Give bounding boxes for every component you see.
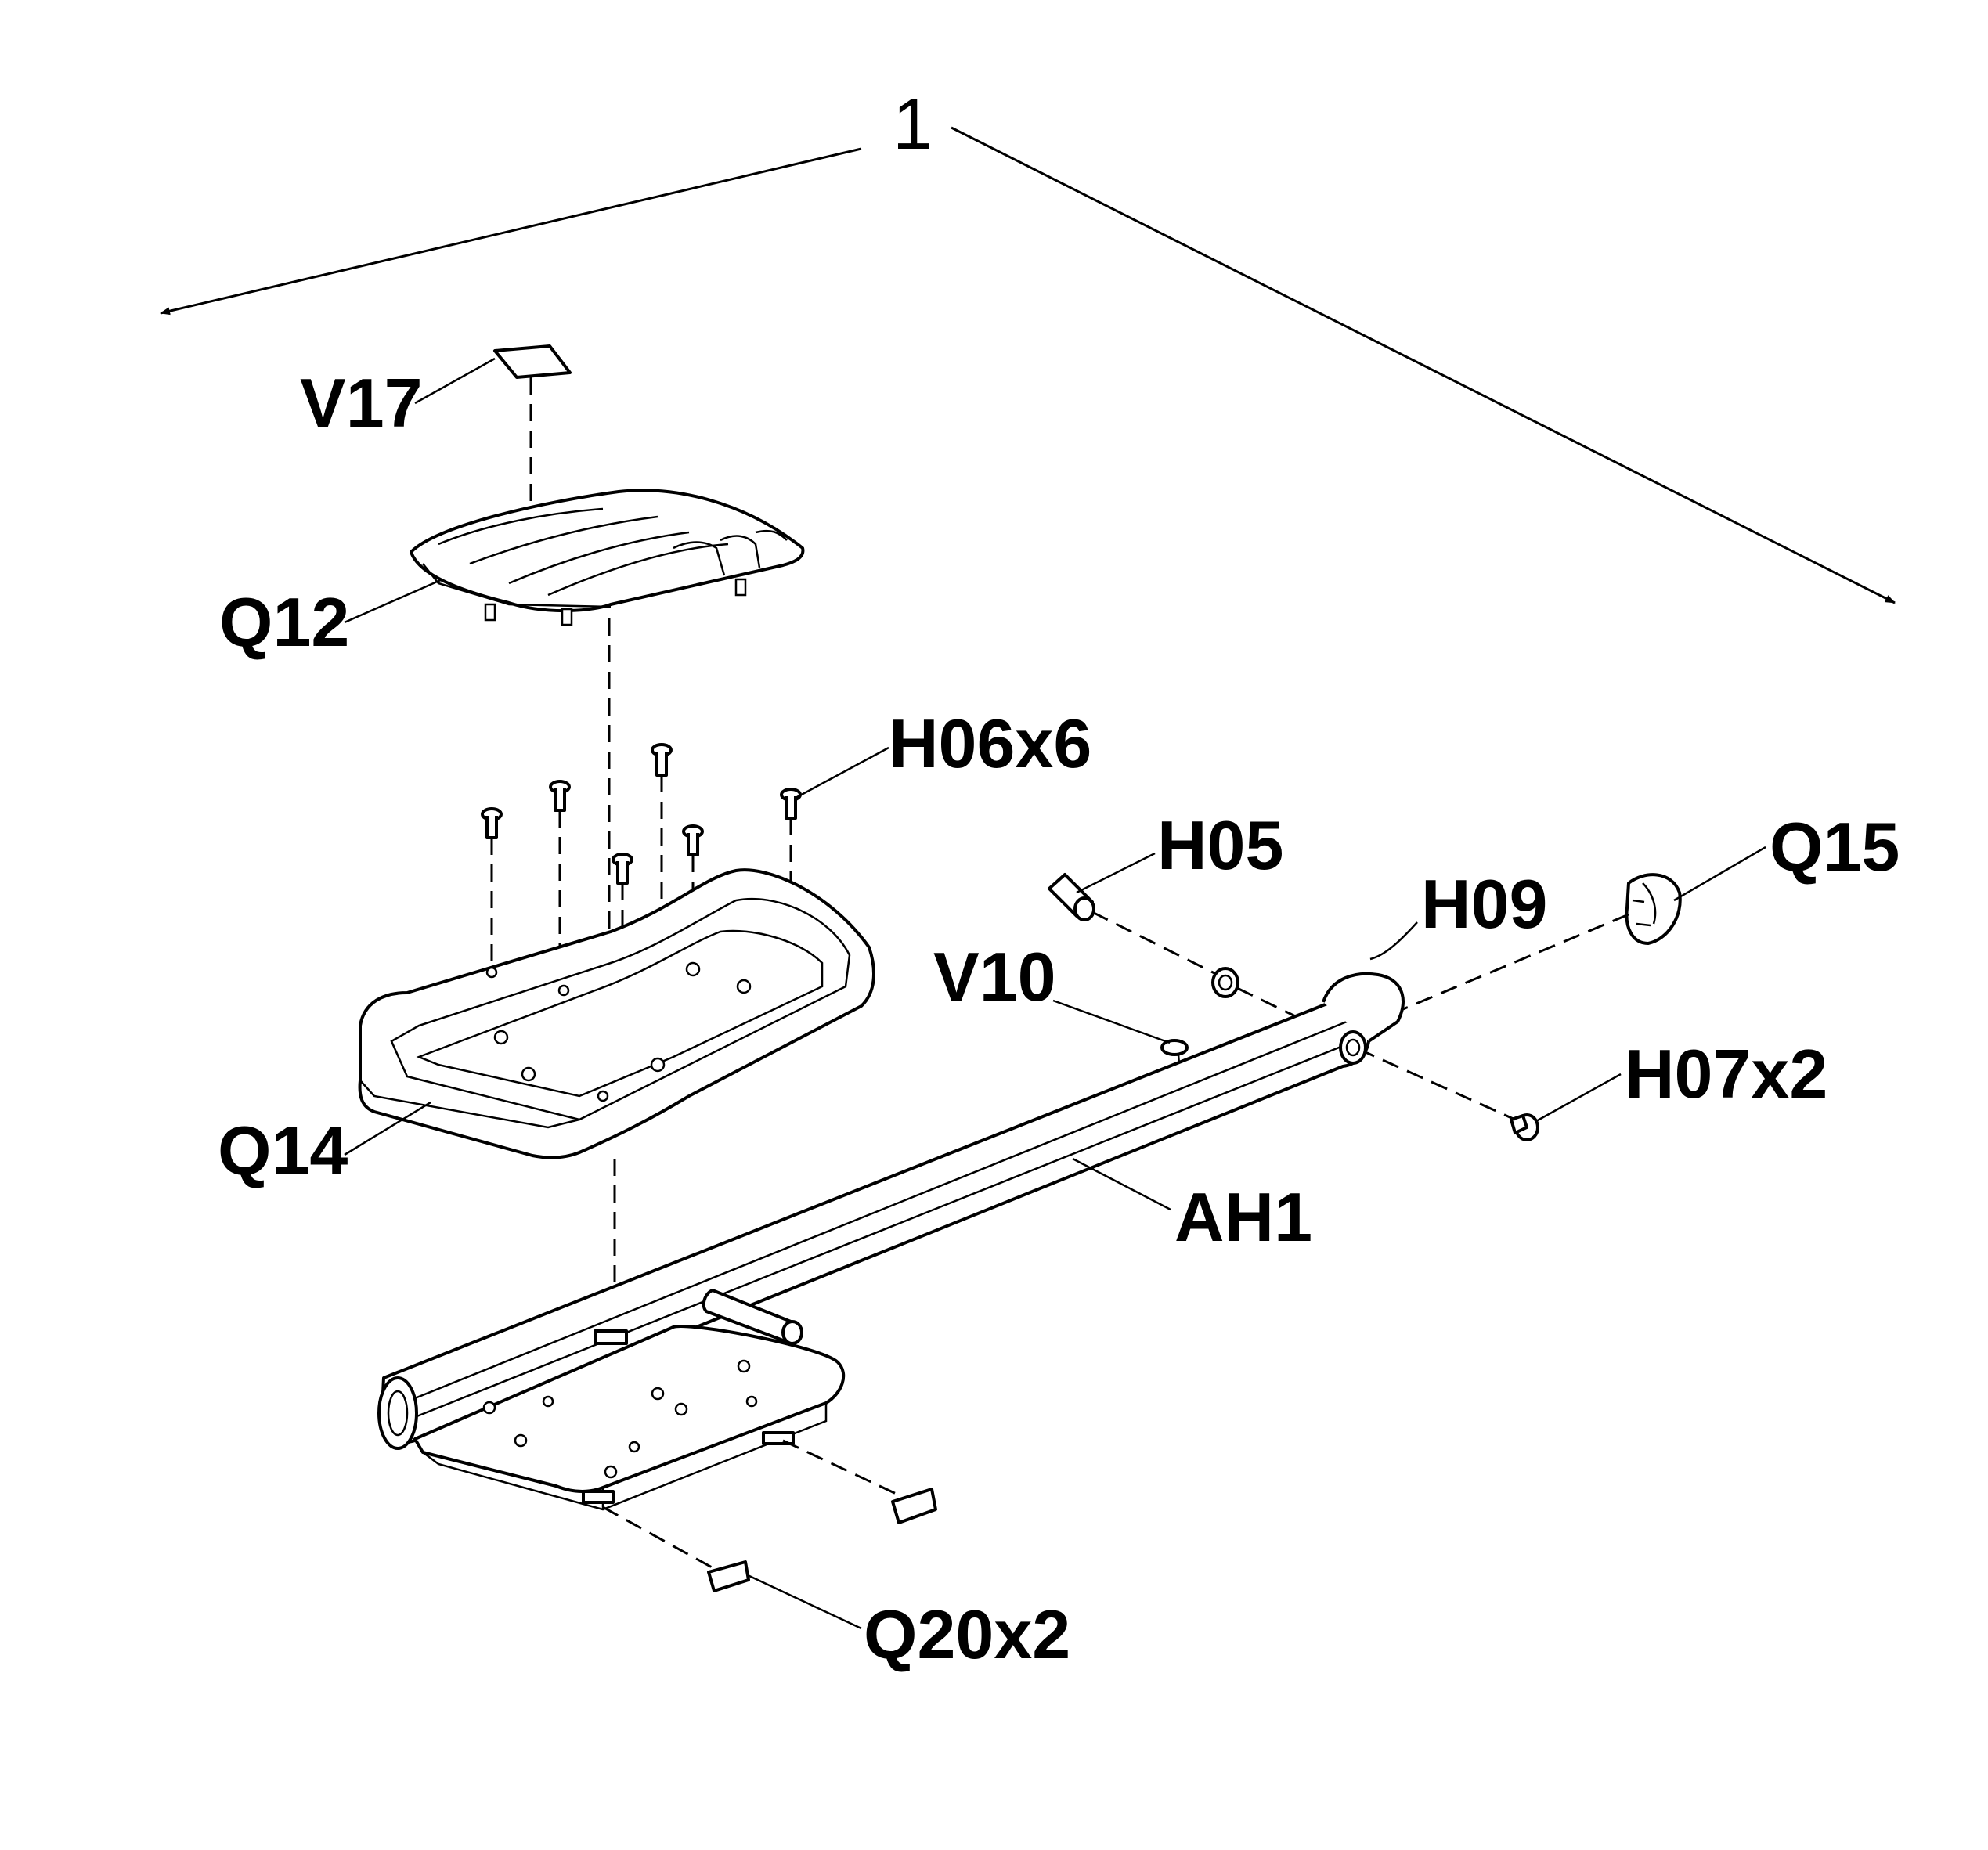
- label-q20: Q20x2: [864, 1596, 1070, 1673]
- label-h09: H09: [1421, 865, 1547, 943]
- callout-leaders: [344, 357, 1766, 1630]
- label-h05: H05: [1157, 806, 1283, 884]
- part-v17-label-plate: [493, 344, 572, 595]
- assembly-callout: 1: [160, 85, 1896, 604]
- assembly-number: 1: [893, 85, 933, 164]
- label-ah1: AH1: [1174, 1178, 1312, 1256]
- label-h07: H07x2: [1625, 1035, 1827, 1113]
- screw-icon: [780, 788, 802, 893]
- part-v10-sticker: [1160, 1039, 1189, 1085]
- label-h06: H06x6: [889, 705, 1091, 782]
- screw-icon: [481, 807, 503, 971]
- part-labels: V17 Q12 H06x6 H05 Q15 H09 V10 H07x2 Q14 …: [218, 364, 1900, 1673]
- part-q14-base-tray: [358, 868, 875, 1425]
- end-cap-icon: [1625, 873, 1682, 945]
- label-q15: Q15: [1770, 808, 1900, 885]
- assembly-extent-right-arrow: [951, 126, 1896, 604]
- bushing-icon: [1510, 1113, 1539, 1141]
- label-v17: V17: [300, 364, 423, 442]
- label-v10: V10: [933, 938, 1056, 1015]
- bushing-icon: [1211, 967, 1239, 998]
- label-q12: Q12: [219, 583, 349, 661]
- part-ah1-main-frame: [377, 972, 1405, 1511]
- screw-icon: [651, 743, 673, 924]
- part-q12-top-cover: [410, 489, 805, 1018]
- part-h05-pin: [1048, 873, 1218, 976]
- part-h07-caps: [1358, 1048, 1539, 1141]
- label-q14: Q14: [218, 1112, 348, 1189]
- pin-icon: [1048, 873, 1095, 921]
- assembly-extent-left-arrow: [160, 147, 862, 316]
- screw-icon: [549, 780, 571, 994]
- part-q20-end-plugs: [602, 1439, 937, 1592]
